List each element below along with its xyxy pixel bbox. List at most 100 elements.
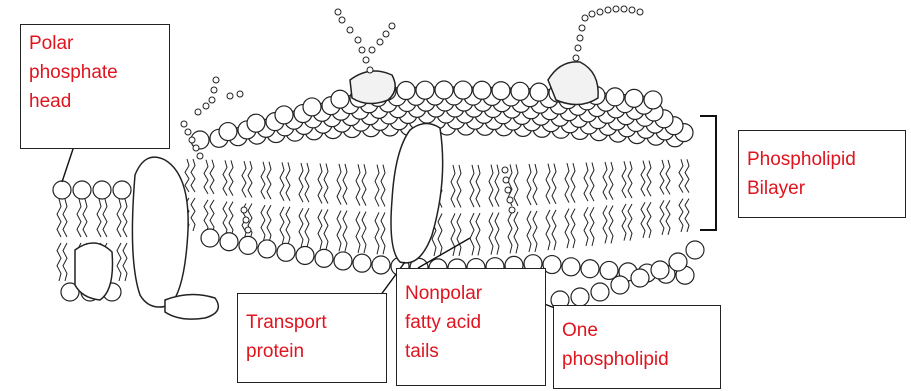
phosphate-head	[397, 82, 415, 100]
fatty-acid-tail	[628, 161, 632, 198]
fatty-acid-tail	[584, 207, 588, 246]
phosphate-head	[581, 260, 599, 278]
fatty-acid-tail	[362, 164, 366, 205]
phosphate-head	[606, 88, 624, 106]
fatty-acid-tail	[191, 198, 195, 231]
fatty-acid-tail	[546, 164, 550, 204]
fatty-acid-tail	[381, 212, 385, 254]
fatty-acid-tail	[356, 212, 360, 253]
carbohydrate-bead	[377, 39, 383, 45]
carbohydrate-bead	[383, 31, 389, 37]
fatty-acid-tail	[63, 243, 67, 281]
fatty-acid-tail	[685, 199, 689, 232]
carbohydrate-bead	[355, 37, 361, 43]
fatty-acid-tail	[248, 161, 252, 197]
fatty-acid-tail	[533, 211, 537, 252]
carbohydrate-bead	[363, 57, 369, 63]
carbohydrate-bead	[243, 217, 249, 223]
carbohydrate-bead	[507, 197, 513, 203]
label-one-phospholipid: One phospholipid	[553, 305, 721, 389]
carbohydrate-bead	[369, 47, 375, 53]
carbohydrate-bead	[575, 45, 581, 51]
fatty-acid-tail	[343, 211, 347, 252]
carbohydrate-bead	[629, 7, 635, 13]
phosphate-head	[277, 243, 295, 261]
label-line: Nonpolar	[405, 279, 537, 308]
label-nonpolar-fatty-acid-tails: Nonpolar fatty acid tails	[396, 268, 546, 386]
phosphate-head	[331, 90, 349, 108]
carbohydrate-bead	[597, 9, 603, 15]
glycoprotein-body	[350, 71, 395, 104]
fatty-acid-tail	[647, 202, 651, 238]
label-line: fatty acid	[405, 308, 537, 337]
carbohydrate-bead	[211, 87, 217, 93]
fatty-acid-tail	[495, 213, 499, 255]
label-line: head	[29, 87, 161, 116]
fatty-acid-tail	[571, 163, 575, 203]
fatty-acid-tail	[476, 165, 480, 207]
fatty-acid-tail	[362, 212, 366, 253]
fatty-acid-tail	[123, 243, 127, 281]
fatty-acid-tail	[299, 163, 303, 202]
fatty-acid-tail	[679, 159, 683, 192]
fatty-acid-tail	[685, 159, 689, 192]
phosphate-head	[53, 181, 71, 199]
fatty-acid-tail	[375, 212, 379, 254]
label-line: tails	[405, 337, 537, 366]
fatty-acid-tail	[261, 205, 265, 242]
phosphate-head	[571, 288, 589, 306]
label-line: Bilayer	[747, 174, 897, 203]
integral-protein	[132, 157, 188, 307]
carbohydrate-bead	[605, 7, 611, 13]
carbohydrate-bead	[509, 207, 515, 213]
phosphate-head	[315, 249, 333, 267]
fatty-acid-tail	[229, 202, 233, 237]
phosphate-head	[239, 236, 257, 254]
fatty-acid-tail	[286, 162, 290, 200]
label-phospholipid-bilayer: Phospholipid Bilayer	[738, 130, 906, 218]
fatty-acid-tail	[343, 164, 347, 205]
fatty-acid-tail	[210, 160, 214, 194]
fatty-acid-tail	[191, 159, 195, 192]
phosphate-head	[220, 233, 238, 251]
fatty-acid-tail	[571, 209, 575, 249]
carbohydrate-bead	[213, 77, 219, 83]
phosphate-head	[435, 81, 453, 99]
phosphate-head	[651, 261, 669, 279]
fatty-acid-tail	[438, 213, 442, 255]
fatty-acid-tail	[489, 165, 493, 207]
fatty-acid-tail	[622, 204, 626, 241]
phosphate-head	[511, 82, 529, 100]
fatty-acid-tail	[280, 162, 284, 200]
fatty-acid-tail	[83, 199, 87, 237]
phosphate-head	[247, 114, 265, 132]
phosphate-head	[258, 240, 276, 258]
fatty-acid-tail	[299, 208, 303, 247]
label-line: Phospholipid	[747, 145, 897, 174]
carbohydrate-bead	[227, 93, 233, 99]
carbohydrate-bead	[573, 55, 579, 61]
glycoprotein-body	[548, 62, 598, 105]
label-line: phospholipid	[562, 345, 712, 374]
fatty-acid-tail	[305, 208, 309, 247]
protein-base	[165, 294, 218, 319]
carbohydrate-bead	[189, 137, 195, 143]
label-line: One	[562, 316, 712, 345]
fatty-acid-tail	[457, 213, 461, 255]
carbohydrate-bead	[613, 6, 619, 12]
phosphate-head	[562, 258, 580, 276]
phosphate-head	[473, 81, 491, 99]
fatty-acid-tail	[318, 163, 322, 203]
fatty-acid-tail	[57, 199, 61, 237]
fatty-acid-tail	[451, 165, 455, 207]
fatty-acid-tail	[470, 213, 474, 255]
peripheral-protein	[75, 243, 113, 300]
fatty-acid-tail	[565, 209, 569, 249]
fatty-acid-tail	[527, 211, 531, 252]
phosphate-head	[113, 181, 131, 199]
phosphate-head	[530, 83, 548, 101]
fatty-acid-tail	[609, 206, 613, 244]
phosphate-head	[353, 254, 371, 272]
phosphate-head	[644, 91, 662, 109]
fatty-acid-tail	[679, 199, 683, 232]
